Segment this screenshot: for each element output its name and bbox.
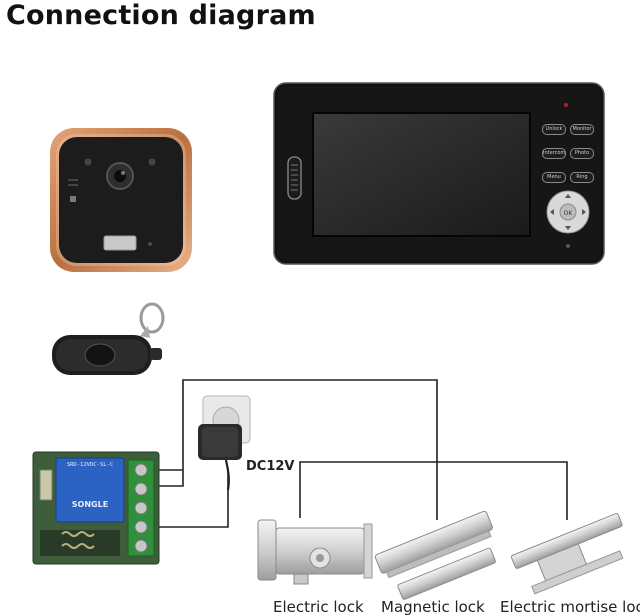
page-title: Connection diagram xyxy=(6,0,316,31)
microphone-icon xyxy=(566,244,570,248)
indoor-monitor: OK xyxy=(273,82,605,265)
caption-electric-mortise-lock: Electric mortise lock xyxy=(500,598,640,616)
ir-sensor-icon xyxy=(148,158,156,166)
wire-common-bus xyxy=(299,461,568,520)
doorbell-camera xyxy=(50,128,192,272)
monitor-screen xyxy=(312,112,531,237)
magnetic-lock xyxy=(374,510,496,600)
antenna-coil-icon xyxy=(61,531,95,537)
photo-button: Photo xyxy=(570,148,594,159)
relay-model-text: SRD-12VDC-SL-C xyxy=(66,462,114,468)
caption-magnetic-lock: Magnetic lock xyxy=(381,598,485,616)
menu-button: Menu xyxy=(542,172,566,183)
power-label: DC12V xyxy=(246,459,295,474)
ring-volume-button: Ring volume xyxy=(570,172,594,183)
power-adapter xyxy=(198,395,251,491)
wiring xyxy=(158,379,568,528)
power-led-icon xyxy=(564,103,568,107)
remote-control xyxy=(52,302,165,375)
caption-electric-lock: Electric lock xyxy=(273,598,364,616)
relay-module xyxy=(55,457,125,523)
ir-sensor-icon xyxy=(84,158,92,166)
unlock-button: Unlock xyxy=(542,124,566,135)
speaker-grille xyxy=(287,156,302,200)
electric-lock xyxy=(257,519,373,585)
monitor-button: Monitor xyxy=(570,124,594,135)
board-connector xyxy=(39,469,53,501)
wire-power-to-relay xyxy=(158,468,229,528)
keyring-icon xyxy=(139,302,165,334)
wire-relay-to-mortise-lock xyxy=(158,379,438,520)
electric-mortise-lock xyxy=(510,513,624,595)
svg-text:OK: OK xyxy=(564,210,574,217)
call-button xyxy=(103,235,137,251)
relay-brand-text: SONGLE xyxy=(71,500,109,509)
remote-button xyxy=(84,343,116,367)
intercom-button: Intercom xyxy=(542,148,566,159)
relay-board xyxy=(32,451,160,565)
